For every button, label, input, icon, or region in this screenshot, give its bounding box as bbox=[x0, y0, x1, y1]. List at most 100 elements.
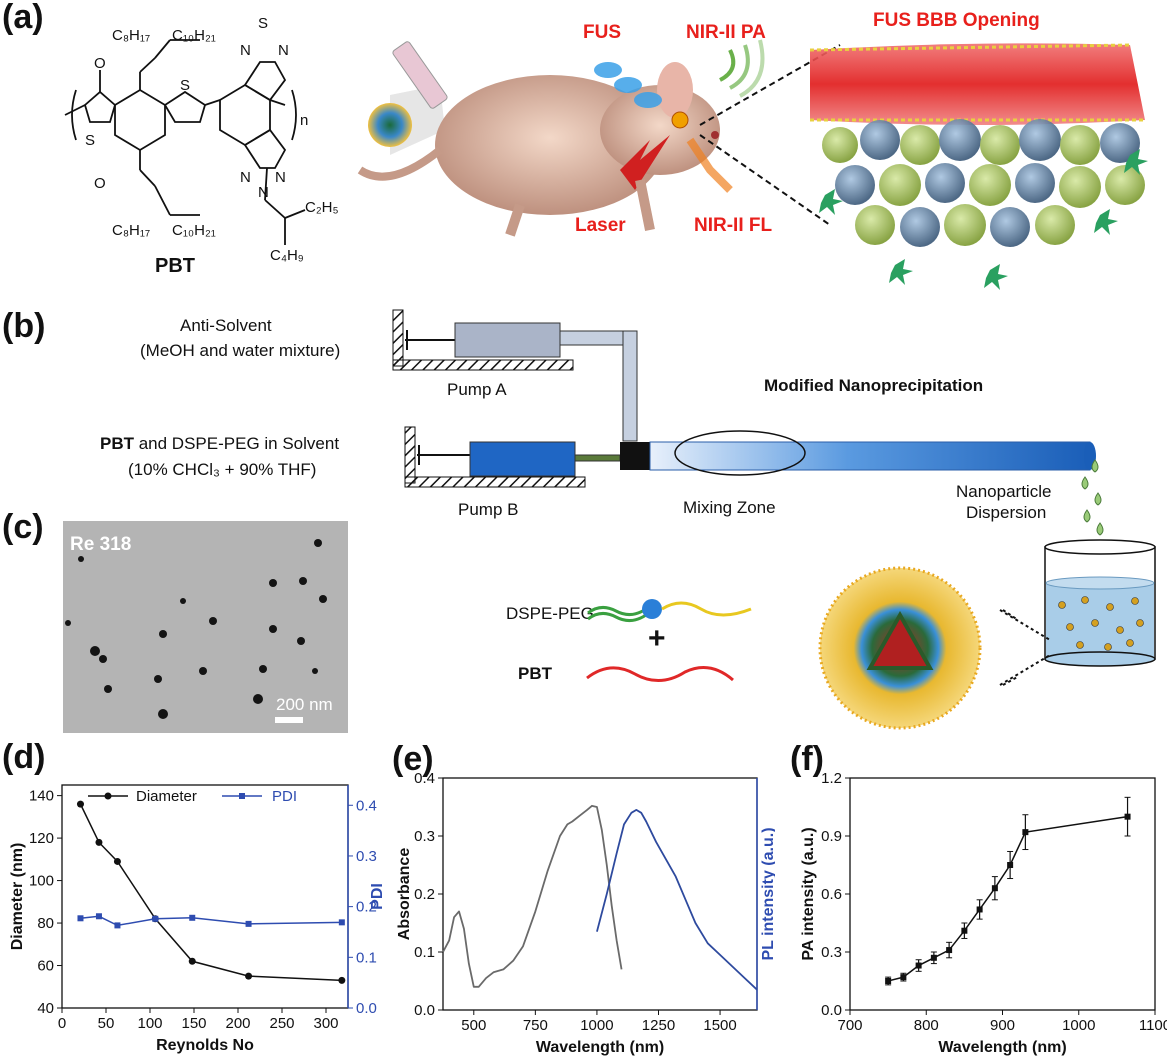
pump-b bbox=[404, 426, 621, 488]
atom-o-top: O bbox=[94, 55, 106, 72]
chain-c4h9: C₄H₉ bbox=[270, 247, 304, 264]
legend-diameter-label: Diameter bbox=[136, 788, 197, 805]
pa-point bbox=[976, 906, 983, 913]
y-axis-title: Absorbance bbox=[396, 848, 413, 941]
pdi-point bbox=[95, 913, 102, 920]
pa-line bbox=[887, 815, 1128, 982]
chain-c2h5: C₂H₅ bbox=[305, 199, 339, 216]
dspe-peg-label: DSPE-PEG bbox=[506, 604, 594, 623]
pbt-chain bbox=[586, 666, 734, 682]
diameter-point bbox=[113, 857, 121, 865]
micelle-connector bbox=[999, 609, 1051, 686]
y-axis-title: Diameter (nm) bbox=[9, 843, 26, 951]
x-tick-label: 1250 bbox=[642, 1017, 675, 1034]
x-tick-label: 50 bbox=[98, 1015, 115, 1032]
brain-target-icon bbox=[671, 111, 689, 129]
pa-point bbox=[930, 954, 937, 961]
y-tick-label: 80 bbox=[37, 915, 54, 932]
x-tick-label: 200 bbox=[225, 1015, 250, 1032]
x-tick-label: 800 bbox=[914, 1017, 939, 1034]
y-right-tick-label: 0.1 bbox=[356, 949, 377, 966]
pump-b-label: Pump B bbox=[458, 500, 519, 519]
label-laser: Laser bbox=[575, 215, 626, 236]
y-right-axis-title: PL intensity (a.u.) bbox=[760, 827, 775, 960]
y-tick-label: 0.3 bbox=[414, 828, 435, 845]
x-tick-label: 1000 bbox=[1062, 1017, 1095, 1034]
method-title: Modified Nanoprecipitation bbox=[764, 376, 984, 395]
label-nir-fl: NIR-II FL bbox=[694, 215, 773, 236]
y-right-tick-label: 0.3 bbox=[356, 848, 377, 865]
panel-label-b: (b) bbox=[2, 307, 46, 345]
y-tick-label: 0.3 bbox=[821, 944, 842, 961]
dispersion-line2: Dispersion bbox=[966, 503, 1047, 522]
pbt-chain-label: PBT bbox=[518, 664, 552, 683]
y-tick-label: 60 bbox=[37, 958, 54, 975]
x-tick-label: 300 bbox=[313, 1015, 338, 1032]
x-tick-label: 0 bbox=[58, 1015, 66, 1032]
label-nir-pa: NIR-II PA bbox=[686, 22, 766, 43]
diameter-point bbox=[76, 800, 84, 808]
y-tick-label: 100 bbox=[29, 873, 54, 890]
pa-point bbox=[900, 974, 907, 981]
diameter-point bbox=[188, 957, 196, 965]
absorbance-curve bbox=[442, 804, 623, 988]
diameter-point bbox=[95, 838, 103, 846]
y-tick-label: 0.6 bbox=[821, 886, 842, 903]
x-tick-label: 1100 bbox=[1139, 1017, 1167, 1034]
atom-n-1: N bbox=[240, 42, 251, 59]
pdi-point bbox=[114, 922, 121, 929]
dspe-peg-molecule bbox=[587, 599, 752, 622]
x-tick-label: 250 bbox=[269, 1015, 294, 1032]
reynolds-label: Re 318 bbox=[70, 534, 132, 555]
y-tick-label: 40 bbox=[37, 1000, 54, 1017]
atom-s-right: S bbox=[180, 77, 190, 94]
anti-solvent-title: Anti-Solvent bbox=[180, 316, 272, 335]
label-bbb: FUS BBB Opening bbox=[873, 10, 1040, 31]
atom-n-3: N bbox=[240, 169, 251, 186]
bbb-illustration bbox=[809, 43, 1148, 290]
beaker-illustration bbox=[1044, 459, 1156, 667]
x-tick-label: 1000 bbox=[580, 1017, 613, 1034]
chain-c8-top: C₈H₁₇ bbox=[112, 27, 150, 44]
mixing-zone-marker bbox=[674, 430, 806, 476]
label-fus: FUS bbox=[583, 22, 621, 43]
diameter-point bbox=[338, 976, 346, 984]
mouse-illustration bbox=[357, 39, 765, 237]
pa-point bbox=[885, 978, 892, 984]
nanoparticle-icon bbox=[368, 103, 412, 147]
pa-point bbox=[991, 885, 998, 892]
atom-o-bottom: O bbox=[94, 175, 106, 192]
atom-n-4: N bbox=[275, 169, 286, 186]
series-line-diameter bbox=[79, 803, 342, 982]
atom-s-bt: S bbox=[258, 15, 268, 32]
panel-label-d: (d) bbox=[2, 738, 46, 776]
chain-c8-bottom: C₈H₁₇ bbox=[112, 222, 150, 239]
x-tick-label: 1500 bbox=[703, 1017, 736, 1034]
x-tick-label: 100 bbox=[137, 1015, 162, 1032]
pdi-point bbox=[245, 920, 252, 927]
y-axis-title: PA intensity (a.u.) bbox=[800, 827, 817, 960]
pdi-point bbox=[189, 914, 196, 921]
repeat-n: n bbox=[300, 112, 308, 129]
chain-c10-top: C₁₀H₂₁ bbox=[172, 27, 216, 44]
y-right-axis-title: PDI bbox=[369, 883, 386, 910]
y-tick-label: 1.2 bbox=[821, 770, 842, 787]
y-right-tick-label: 0.4 bbox=[356, 797, 377, 814]
solvent-desc: (10% CHCl₃ + 90% THF) bbox=[128, 460, 317, 479]
x-axis-title: Reynolds No bbox=[156, 1037, 254, 1054]
atom-n-5: N bbox=[258, 184, 269, 201]
legend-pdi-label: PDI bbox=[272, 788, 297, 805]
scale-bar-label: 200 nm bbox=[276, 695, 333, 714]
panel-label-c: (c) bbox=[2, 508, 44, 546]
pl-curve bbox=[596, 809, 758, 991]
atom-n-2: N bbox=[278, 42, 289, 59]
pbt-name: PBT bbox=[155, 255, 195, 277]
pa-point bbox=[946, 947, 953, 954]
y-tick-label: 0.2 bbox=[414, 886, 435, 903]
panel-label-f: (f) bbox=[790, 740, 824, 778]
x-axis-title: Wavelength (nm) bbox=[536, 1039, 664, 1056]
pdi-point bbox=[152, 915, 159, 922]
diameter-point bbox=[245, 972, 253, 980]
pump-a-label: Pump A bbox=[447, 380, 507, 399]
